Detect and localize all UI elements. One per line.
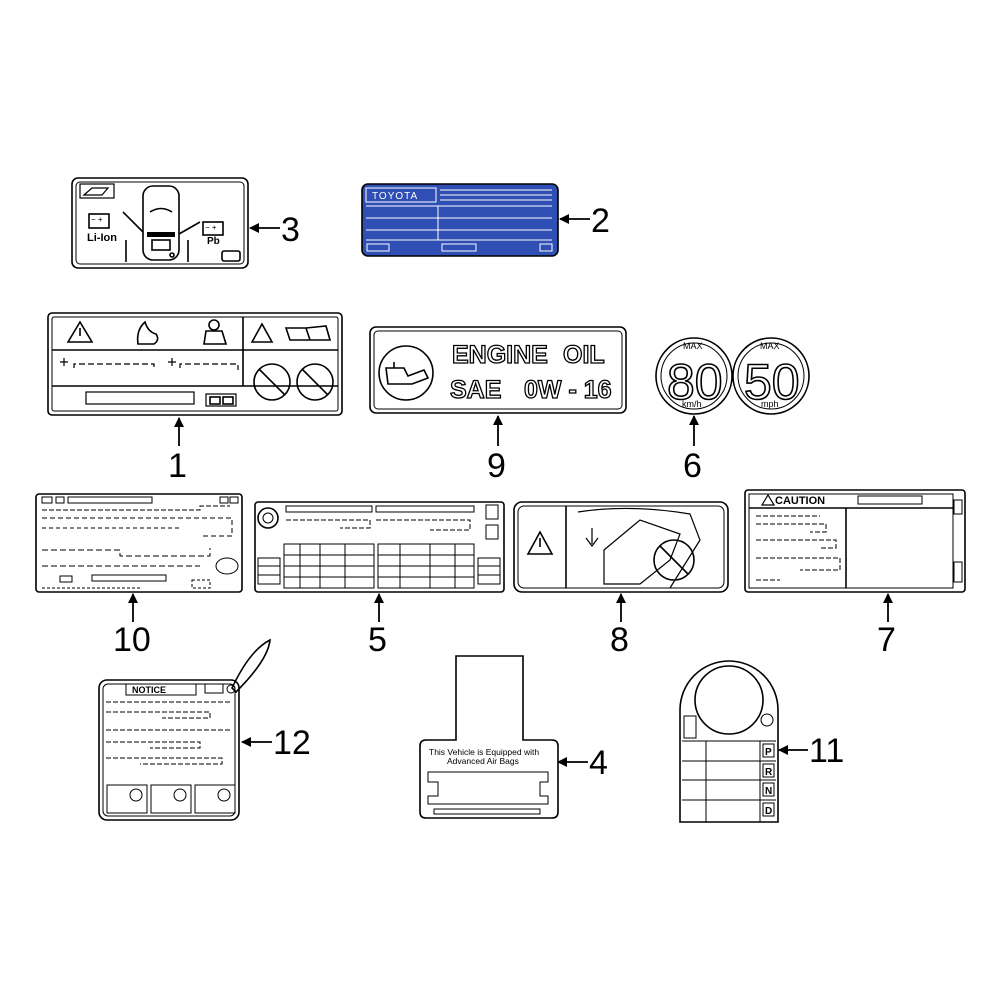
part-1-hazard-label: [47, 312, 343, 416]
flame-icon: [136, 320, 159, 345]
oil-can-icon: [378, 345, 434, 401]
part-9-engine-oil-label: [369, 326, 627, 414]
engine-text: ENGINE: [452, 341, 548, 369]
no-hand-icon: [653, 539, 695, 581]
speed-value-1: 80: [667, 354, 723, 410]
callout-8: 8: [610, 621, 629, 659]
airbag-line-2: Advanced Air Bags: [447, 756, 519, 766]
max-text-1: MAX: [683, 341, 703, 351]
li-ion-terminals: − +: [91, 215, 103, 224]
no-icon-3: [217, 788, 231, 802]
person-icon: [208, 319, 220, 331]
part-5-tire-placard: [254, 501, 505, 593]
pb-text: Pb: [207, 236, 220, 247]
callout-9: 9: [487, 447, 506, 485]
callout-6: 6: [683, 447, 702, 485]
viscosity-text: 0W - 16: [524, 376, 612, 404]
li-ion-battery-icon: [88, 213, 110, 229]
part-7-caution-label: [744, 489, 966, 593]
part-11-shift-tag: [679, 660, 779, 823]
speed-value-2: 50: [744, 354, 800, 410]
shift-p: P: [765, 747, 772, 758]
callout-7: 7: [877, 621, 896, 659]
shift-r: R: [765, 767, 773, 778]
callout-2: 2: [591, 202, 610, 240]
shift-n: N: [765, 786, 772, 797]
no-fire-icon-2: [296, 363, 334, 401]
shift-d: D: [765, 806, 772, 817]
part-4-airbag-tag: [419, 655, 559, 819]
caution-title: CAUTION: [775, 495, 825, 507]
li-ion-text: Li-Ion: [87, 232, 117, 244]
no-fire-icon-1: [253, 363, 291, 401]
callout-5: 5: [368, 621, 387, 659]
callout-1: 1: [168, 447, 187, 485]
callout-11: 11: [809, 732, 844, 770]
caution-triangle-icon: [760, 493, 776, 506]
callout-3: 3: [281, 211, 300, 249]
callout-10: 10: [113, 621, 151, 659]
pb-terminals: − +: [205, 223, 217, 232]
warning-triangle-icon-2: [250, 322, 274, 343]
callout-arrows: [128, 214, 893, 767]
car-top-view-icon: [142, 185, 180, 261]
part-10-info-label: [35, 493, 243, 593]
manual-book-icon: [79, 183, 115, 199]
unit-text-1: km/h: [682, 399, 702, 409]
warning-triangle-icon: [66, 320, 94, 343]
part-6-speed-stickers: [655, 337, 810, 415]
pb-battery-icon: [202, 221, 224, 236]
unit-text-2: mph: [761, 399, 779, 409]
sae-text: SAE: [450, 376, 501, 404]
oil-text: OIL: [563, 341, 605, 369]
max-text-2: MAX: [760, 341, 780, 351]
tag-strap: [231, 638, 271, 694]
no-icon-1: [129, 788, 143, 802]
part-8-hood-warning-label: [513, 501, 729, 593]
warning-triangle-icon-3: [526, 530, 554, 555]
part-12-notice-tag: [98, 638, 271, 821]
down-arrow-icon: [585, 528, 599, 547]
notice-title: NOTICE: [132, 685, 166, 695]
part-3-battery-label: [71, 177, 249, 269]
tire-icon: [257, 507, 279, 529]
manual-icon: [284, 325, 332, 341]
callout-12: 12: [273, 724, 311, 762]
toyota-brand-text: TOYOTA: [372, 191, 418, 202]
no-icon-2: [173, 788, 187, 802]
callout-4: 4: [589, 744, 608, 782]
part-2-vin-plate: [361, 183, 559, 257]
airbag-line-1: This Vehicle is Equipped with: [429, 747, 539, 757]
